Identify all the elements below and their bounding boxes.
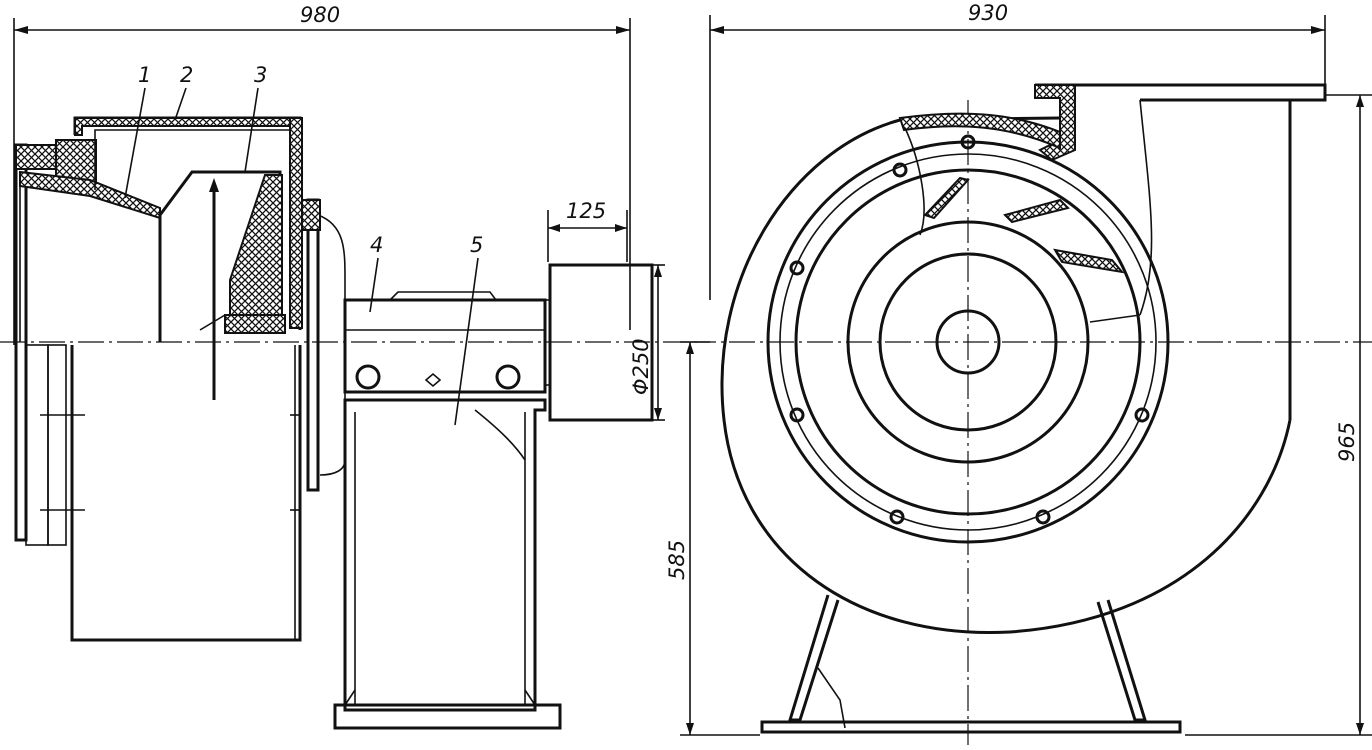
volute-scroll: [720, 112, 1292, 635]
callout-3: 3: [254, 63, 267, 87]
total-height-dimension: 965: [1185, 94, 1372, 736]
pedestal: [333, 398, 562, 730]
front-width-dimension: 930: [709, 1, 1326, 300]
side-view: 980: [0, 3, 700, 730]
total-height-label: 965: [1335, 422, 1359, 462]
front-view: 930: [665, 1, 1372, 745]
support-legs: [760, 594, 1182, 734]
bolt-right: [495, 364, 521, 390]
impeller: [158, 170, 286, 400]
impeller-rings: [766, 140, 1170, 544]
fan-blades: [923, 176, 1125, 274]
motor-diameter-label: Φ250: [629, 338, 653, 395]
motor-length-label: 125: [566, 199, 606, 223]
part-callouts: 1 2 3 4 5: [124, 63, 483, 426]
axis-height-dimension: 585: [665, 341, 760, 736]
bolt-left: [355, 364, 381, 390]
motor-diameter-dimension: Φ250: [629, 264, 665, 421]
bolt-holes: [789, 134, 1150, 525]
callout-4: 4: [370, 233, 383, 257]
back-plate: [301, 198, 346, 492]
shaft-housing: [343, 291, 547, 394]
side-width-dimension: 980: [13, 3, 631, 345]
hub: [935, 309, 1001, 375]
outlet-duct: [1034, 83, 1327, 420]
axis-height-label: 585: [665, 540, 689, 580]
motor-length-dimension: 125: [547, 199, 628, 262]
callout-1: 1: [138, 63, 151, 87]
front-width-label: 930: [968, 1, 1008, 25]
motor: 125 Φ250: [545, 199, 665, 422]
callout-5: 5: [470, 233, 483, 257]
side-width-label: 980: [300, 3, 340, 27]
callout-2: 2: [180, 63, 193, 87]
lower-casing: [40, 345, 302, 642]
inlet-cone: [19, 170, 162, 342]
